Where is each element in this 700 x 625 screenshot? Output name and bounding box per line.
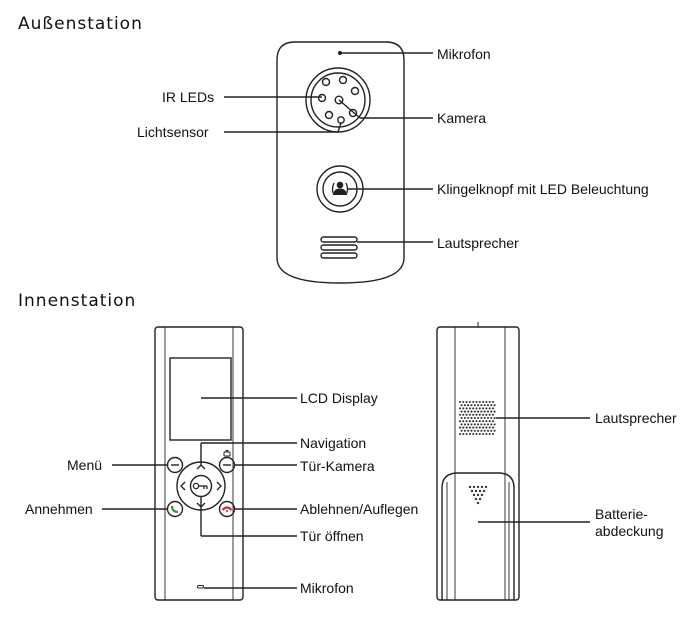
label-tuer-kamera: Tür-Kamera: [300, 458, 375, 474]
tuer-oeffnen-button: [189, 474, 213, 498]
handset-front: [102, 326, 297, 601]
handset-back-body: [436, 326, 520, 601]
label-batterie-line2: abdeckung: [595, 523, 664, 539]
label-klingelknopf: Klingelknopf mit LED Beleuchtung: [437, 181, 649, 197]
ir-led: [348, 108, 358, 118]
bell-person-icon: [333, 181, 347, 195]
label-annehmen: Annehmen: [25, 501, 93, 517]
label-tuer-oeffnen: Tür öffnen: [300, 528, 364, 544]
label-batterie-line1: Batterie-: [595, 506, 648, 522]
handset-mikrofon: [197, 585, 204, 589]
mikrofon-hole: [337, 50, 343, 56]
label-ablehnen: Ablehnen/Auflegen: [300, 501, 419, 517]
ir-led: [324, 110, 334, 120]
handset-front-body: [154, 326, 244, 601]
ablehnen-button: [218, 500, 236, 518]
chevron-up-icon: [196, 464, 206, 470]
menu-button: [166, 456, 184, 474]
camera-lens: [334, 95, 344, 105]
chevron-left-icon: [180, 481, 186, 491]
label-lautsprecher-indoor: Lautsprecher: [595, 410, 677, 426]
light-sensor: [337, 116, 345, 124]
label-lichtsensor: Lichtsensor: [137, 124, 209, 140]
label-ir-leds: IR LEDs: [162, 89, 215, 105]
back-speaker-grille: [458, 400, 496, 436]
phone-answer-icon: [170, 505, 179, 514]
key-icon: [192, 482, 208, 490]
ir-led: [338, 75, 348, 85]
ir-led: [321, 77, 331, 87]
ir-led: [350, 86, 360, 96]
bell-bracket-right: [345, 182, 349, 196]
outdoor-housing: [276, 41, 405, 284]
label-lautsprecher-outdoor: Lautsprecher: [437, 235, 519, 251]
outdoor-station: [224, 41, 433, 284]
label-navigation: Navigation: [300, 435, 367, 451]
annehmen-button: [166, 500, 184, 518]
speaker-grille: [320, 236, 358, 259]
arrow-dots-icon: [468, 485, 488, 505]
camera-icon: [223, 450, 231, 457]
tuer-kamera-button: [218, 456, 236, 474]
label-menu: Menü: [67, 457, 103, 473]
outdoor-section-title: Außenstation: [18, 14, 143, 34]
ir-led: [317, 93, 327, 103]
label-lcd-display: LCD Display: [300, 390, 378, 406]
label-kamera: Kamera: [437, 110, 487, 126]
camera-ring: [305, 67, 371, 133]
indoor-section-title: Innenstation: [18, 291, 137, 311]
phone-hangup-icon: [221, 506, 233, 511]
label-mikrofon-outdoor: Mikrofon: [437, 46, 491, 62]
label-mikrofon-indoor: Mikrofon: [300, 580, 354, 596]
handset-back: [436, 322, 590, 601]
bell-bracket-left: [331, 182, 335, 196]
lcd-screen: [169, 357, 232, 441]
chevron-right-icon: [216, 481, 222, 491]
battery-cover: [441, 472, 515, 600]
